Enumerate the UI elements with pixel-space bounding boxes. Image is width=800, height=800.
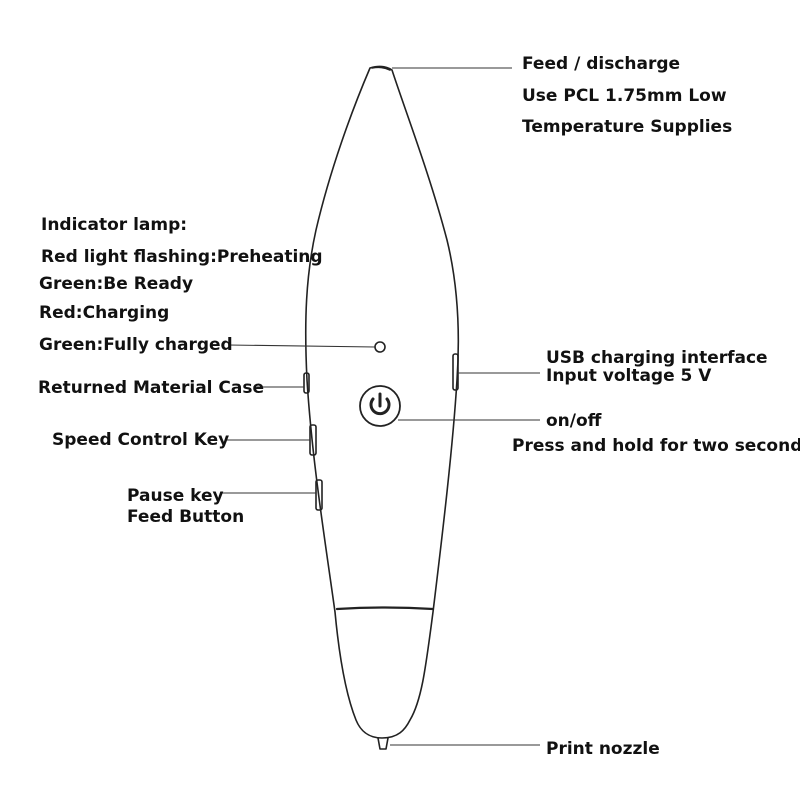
print-nozzle-shape [377,737,389,750]
label-feed-button: Feed Button [127,507,245,527]
label-red-flashing: Red light flashing:Preheating [41,247,323,267]
label-green-charged: Green:Fully charged [39,335,233,355]
label-red-charging: Red:Charging [39,303,170,323]
label-press-hold: Press and hold for two second [512,436,800,456]
label-temperature-supplies: Temperature Supplies [522,117,733,137]
label-feed-discharge: Feed / discharge [522,54,681,74]
label-indicator-lamp: Indicator lamp: [41,215,188,235]
label-print-nozzle: Print nozzle [546,739,660,759]
pause-key-shape [315,479,323,511]
label-returned-case: Returned Material Case [38,378,265,398]
usb-port-shape [452,353,459,391]
label-speed-control: Speed Control Key [52,430,230,450]
label-use-pcl: Use PCL 1.75mm Low [522,86,727,106]
indicator-lamp-dot [374,341,386,353]
pen-tip-top [371,66,391,71]
nozzle-band [335,606,435,611]
label-on-off: on/off [546,411,602,431]
label-input-voltage: Input voltage 5 V [546,366,712,386]
label-green-ready: Green:Be Ready [39,274,194,294]
returned-case-button-shape [303,372,310,394]
pen-body-outline [304,65,460,739]
label-pause-key: Pause key [127,486,224,506]
leader-indicator [227,344,376,348]
power-icon [369,397,391,416]
label-usb-interface: USB charging interface [546,348,768,368]
power-button-ring [359,385,401,427]
